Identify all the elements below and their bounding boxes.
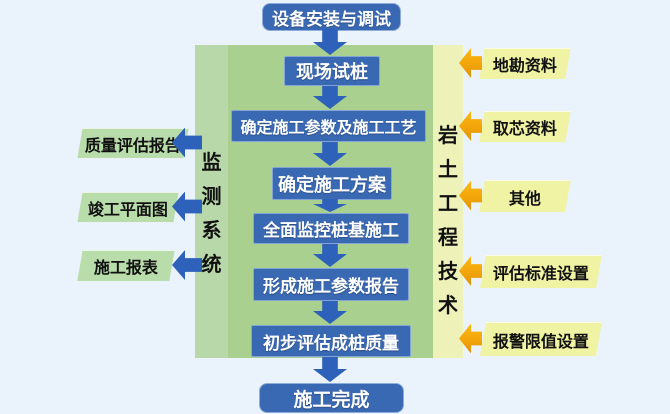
node-construction-complete: 施工完成 — [259, 383, 404, 413]
input-node: 其他 — [479, 180, 571, 212]
vertical-label-char: 程 — [438, 227, 458, 249]
vertical-label-char: 监 — [201, 152, 222, 174]
input-node: 取芯资料 — [479, 111, 571, 142]
vertical-label-char: 测 — [201, 186, 222, 208]
input-node-label: 报警限值设置 — [492, 333, 589, 351]
node-equipment-install-debug: 设备安装与调试 — [262, 3, 401, 31]
output-node-label: 施工报表 — [93, 260, 158, 277]
output-node: 竣工平面图 — [77, 192, 179, 222]
geotech-technology-label: 岩土工程技术 — [433, 119, 463, 318]
output-node-label: 竣工平面图 — [87, 201, 168, 219]
vertical-label-char: 岩 — [438, 125, 458, 147]
vertical-label-char: 技 — [438, 261, 458, 283]
monitoring-system-label: 监测系统 — [195, 146, 228, 277]
output-node: 施工报表 — [77, 250, 175, 281]
output-node-label: 质量评估报告 — [84, 137, 181, 155]
input-node-label: 取芯资料 — [492, 121, 557, 138]
input-node-label: 其他 — [508, 190, 541, 208]
input-node-label: 地勘资料 — [492, 58, 557, 75]
flow-node: 现场试桩 — [284, 56, 380, 86]
input-node: 评估标准设置 — [480, 255, 602, 288]
flow-node: 初步评估成桩质量 — [251, 325, 411, 357]
vertical-label-char: 统 — [201, 254, 222, 276]
input-node: 报警限值设置 — [480, 322, 602, 356]
flow-node: 确定施工参数及施工工艺 — [231, 110, 426, 142]
geotech-panel-right-strip — [433, 45, 463, 358]
vertical-label-char: 土 — [438, 159, 458, 181]
vertical-label-char: 工 — [438, 193, 458, 215]
vertical-label-char: 术 — [438, 295, 458, 317]
vertical-label-char: 系 — [201, 220, 222, 242]
output-node: 质量评估报告 — [77, 128, 189, 158]
input-node-label: 评估标准设置 — [492, 266, 589, 283]
flow-node: 全面监控桩基施工 — [253, 213, 409, 244]
input-node: 地勘资料 — [479, 48, 571, 79]
flow-node: 确定施工方案 — [272, 167, 392, 200]
flow-node: 形成施工参数报告 — [253, 268, 409, 301]
down-arrow — [313, 357, 347, 382]
